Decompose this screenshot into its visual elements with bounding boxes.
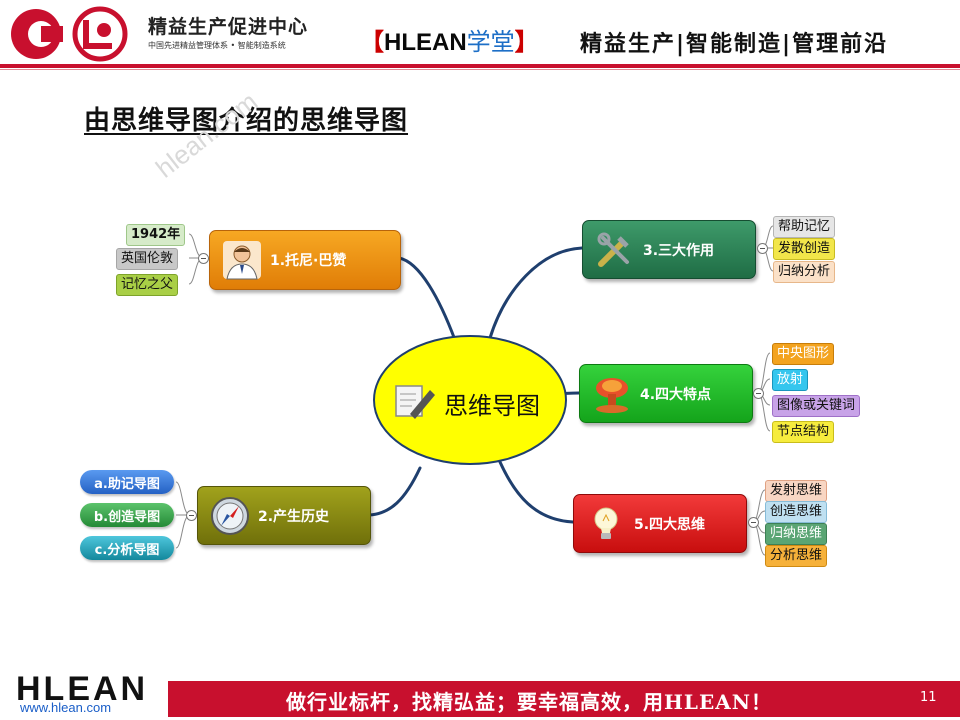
leaf-1-3[interactable]: 记忆之父 bbox=[116, 274, 179, 296]
central-topic-ellipse bbox=[373, 335, 567, 465]
header-divider-thin bbox=[0, 69, 960, 70]
branch-node-4[interactable]: 4.四大特点 bbox=[579, 364, 753, 423]
compass-icon bbox=[211, 496, 249, 535]
connector-branch-2 bbox=[367, 466, 422, 517]
central-topic-label: 思维导图 bbox=[444, 392, 540, 420]
leaf-4-2[interactable]: 放射 bbox=[772, 369, 809, 391]
footer-slogan: 做行业标杆，找精弘益；要幸福高效，用HLEAN！ bbox=[286, 690, 773, 714]
page-number: 11 bbox=[920, 690, 937, 705]
header-tagline: 精益生产|智能制造|管理前沿 bbox=[580, 32, 889, 57]
tools-icon bbox=[597, 232, 629, 267]
footer-bar bbox=[168, 681, 960, 717]
leaf-5-1[interactable]: 发射思维 bbox=[765, 480, 828, 502]
collapse-toggle-3[interactable] bbox=[757, 243, 768, 254]
brand-suffix: 学堂 bbox=[466, 29, 515, 56]
brand-open-bracket: 【 bbox=[360, 29, 384, 56]
footer-logo: HLEAN bbox=[16, 670, 149, 708]
collapse-toggle-1[interactable] bbox=[198, 253, 209, 264]
leaf-4-4[interactable]: 节点结构 bbox=[772, 421, 835, 443]
branch-label-3: 3.三大作用 bbox=[643, 242, 715, 259]
leaf-2-2[interactable]: b.创造导图 bbox=[80, 503, 174, 527]
branch-label-5: 5.四大思维 bbox=[634, 516, 706, 533]
connector-branch-3 bbox=[488, 246, 584, 340]
branch-node-2[interactable]: 2.产生历史 bbox=[197, 486, 371, 545]
connector-branch-5 bbox=[498, 460, 575, 524]
leaf-2-1[interactable]: a.助记导图 bbox=[80, 470, 174, 494]
leaf-1-2[interactable]: 英国伦敦 bbox=[116, 248, 179, 270]
leaf-2-3[interactable]: c.分析导图 bbox=[80, 536, 174, 560]
leaf-3-2[interactable]: 发散创造 bbox=[773, 238, 836, 260]
center-subtitle: 中国先进精益管理体系 • 智能制造系统 bbox=[148, 41, 286, 50]
person-icon bbox=[223, 241, 261, 280]
branch-node-3[interactable]: 3.三大作用 bbox=[582, 220, 756, 279]
branch-node-1[interactable]: 1.托尼·巴赞 bbox=[209, 230, 401, 290]
connector-branch-1 bbox=[397, 256, 457, 342]
edit-note-icon bbox=[395, 385, 435, 419]
brand-close-bracket: 】 bbox=[514, 29, 539, 56]
collapse-toggle-2[interactable] bbox=[186, 510, 197, 521]
header-divider bbox=[0, 64, 960, 68]
lightbulb-icon bbox=[594, 507, 618, 539]
branch-label-4: 4.四大特点 bbox=[640, 386, 712, 403]
leaf-5-3[interactable]: 归纳思维 bbox=[765, 523, 828, 545]
leaf-5-4[interactable]: 分析思维 bbox=[765, 545, 828, 567]
brand-name: HLEAN bbox=[384, 29, 467, 56]
branch-label-1: 1.托尼·巴赞 bbox=[270, 253, 347, 269]
brand-title: 【HLEAN学堂】 bbox=[360, 22, 539, 57]
branch-node-5[interactable]: 5.四大思维 bbox=[573, 494, 747, 553]
leaf-1-1[interactable]: 1942年 bbox=[126, 224, 186, 246]
footer-url[interactable]: www.hlean.com bbox=[20, 700, 112, 715]
leaf-4-3[interactable]: 图像或关键词 bbox=[772, 395, 861, 417]
center-name: 精益生产促进中心 bbox=[148, 16, 309, 38]
hlean-logo-icon bbox=[11, 6, 128, 62]
leaf-3-1[interactable]: 帮助记忆 bbox=[773, 216, 836, 238]
leaf-3-3[interactable]: 归纳分析 bbox=[773, 261, 836, 283]
collapse-toggle-4[interactable] bbox=[753, 388, 764, 399]
collapse-toggle-5[interactable] bbox=[748, 517, 759, 528]
leaf-4-1[interactable]: 中央图形 bbox=[772, 343, 835, 365]
slide-title: 由思维导图介绍的思维导图 bbox=[84, 106, 409, 136]
explosion-icon bbox=[596, 377, 628, 413]
branch-label-2: 2.产生历史 bbox=[258, 508, 330, 525]
leaf-5-2[interactable]: 创造思维 bbox=[765, 501, 828, 523]
